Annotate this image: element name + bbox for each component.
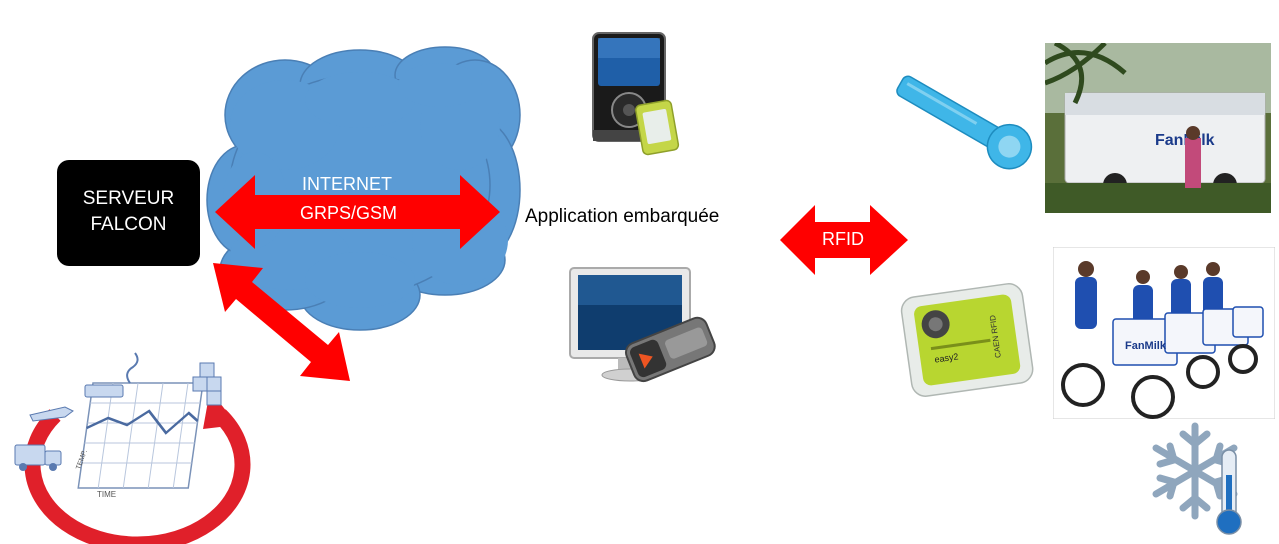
- chart-time-label: TIME: [97, 490, 116, 499]
- rfid-temperature-logger-icon: easy2 CAEN RFID: [900, 283, 1034, 397]
- app-label: Application embarquée: [525, 206, 720, 227]
- fanmilk-bikes-photo: FanMilk: [1053, 247, 1275, 419]
- server-label-line1: SERVEUR: [82, 188, 175, 209]
- server-label-line2: FALCON: [90, 214, 167, 235]
- bike-brand: FanMilk: [1125, 340, 1167, 352]
- server-label: SERVEUR FALCON: [57, 186, 200, 238]
- server-box: [57, 160, 200, 266]
- rfid-label: RFID: [822, 229, 864, 249]
- snowflake-thermometer-icon: [1152, 422, 1242, 535]
- truck-brand: FanMilk: [1155, 132, 1215, 149]
- fanmilk-truck-photo: FanMilk: [1045, 43, 1271, 213]
- logger-brand: easy2: [934, 351, 959, 364]
- cloud-label-2: GRPS/GSM: [300, 203, 398, 223]
- cloud-label-1: INTERNET: [302, 174, 392, 194]
- desktop-rfid-reader-icon: [569, 267, 716, 383]
- blue-rfid-tag-icon: [896, 75, 1033, 170]
- cold-chain-cycle-icon: TEMP. TIME: [14, 352, 251, 544]
- handheld-terminal-icon: [592, 32, 680, 156]
